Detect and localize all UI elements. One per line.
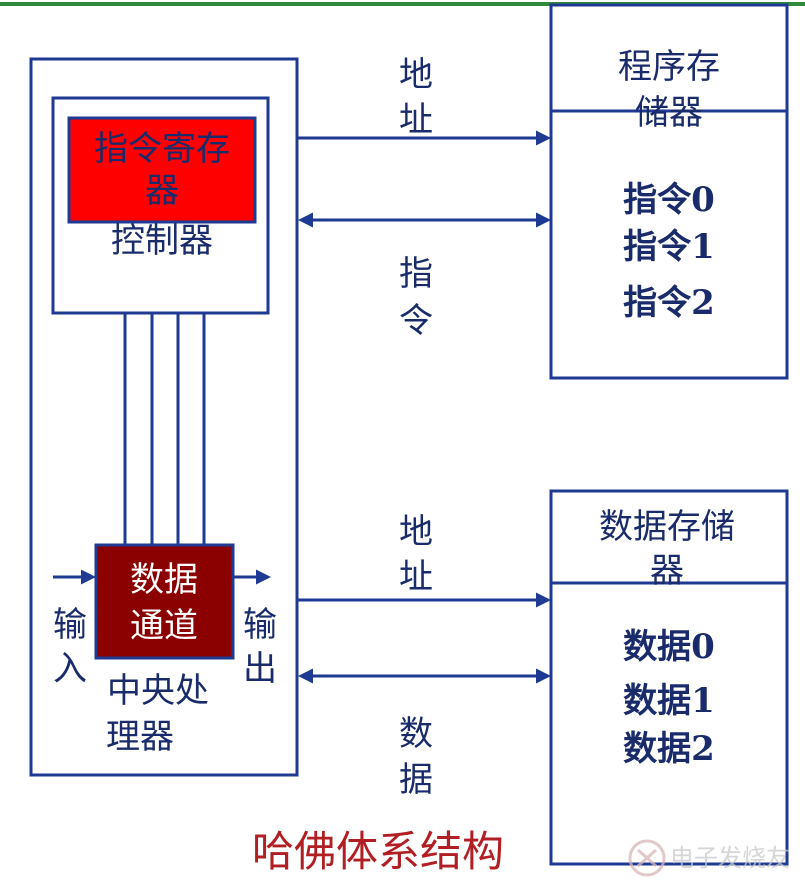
datapath-label-1: 数据 bbox=[130, 560, 198, 600]
program-memory-title-1: 程序存 bbox=[618, 47, 720, 87]
controller-label: 控制器 bbox=[111, 221, 213, 261]
program-instruction-label-1: 指 bbox=[399, 254, 433, 294]
data-memory-title-2: 器 bbox=[650, 551, 684, 591]
watermark-logo-mark bbox=[637, 848, 657, 868]
program-memory-item: 指令0 bbox=[623, 180, 715, 220]
program-memory-item: 指令2 bbox=[623, 283, 715, 323]
instruction-register-label-2: 器 bbox=[145, 171, 179, 211]
data-data-label-2: 据 bbox=[399, 760, 433, 800]
output-label-2: 出 bbox=[243, 649, 277, 689]
datapath-box bbox=[94, 543, 235, 660]
watermark-logo-icon bbox=[628, 839, 666, 877]
top-green-rule bbox=[0, 2, 805, 6]
cpu-label-2: 理器 bbox=[106, 717, 174, 757]
watermark: 电子发烧友 bbox=[628, 839, 790, 877]
program-address-label-2: 址 bbox=[399, 100, 433, 140]
data-data-label-1: 数 bbox=[399, 714, 433, 754]
diagram-title: 哈佛体系结构 bbox=[252, 827, 504, 876]
program-instruction-label-2: 令 bbox=[399, 301, 433, 341]
instruction-register-box bbox=[67, 116, 257, 224]
data-memory-title-1: 数据存储 bbox=[599, 507, 735, 547]
data-memory-item: 数据1 bbox=[623, 681, 715, 721]
input-label-2: 入 bbox=[53, 649, 87, 689]
data-address-label-1: 地 bbox=[399, 512, 433, 552]
input-label-1: 输 bbox=[53, 605, 87, 645]
cpu-label-1: 中央处 bbox=[107, 671, 209, 711]
program-memory-box bbox=[549, 3, 789, 380]
data-memory-item: 数据0 bbox=[623, 627, 715, 667]
datapath-label-2: 通道 bbox=[130, 606, 198, 646]
data-memory-box bbox=[549, 489, 789, 866]
program-memory-title-2: 储器 bbox=[635, 93, 703, 133]
instruction-register-label-1: 指令寄存 bbox=[94, 129, 230, 169]
data-memory-item: 数据2 bbox=[623, 729, 715, 769]
data-address-label-2: 址 bbox=[399, 557, 433, 597]
watermark-text: 电子发烧友 bbox=[670, 844, 790, 872]
program-address-label-1: 地 bbox=[399, 55, 433, 95]
output-label-1: 输 bbox=[243, 605, 277, 645]
program-memory-item: 指令1 bbox=[623, 227, 715, 267]
